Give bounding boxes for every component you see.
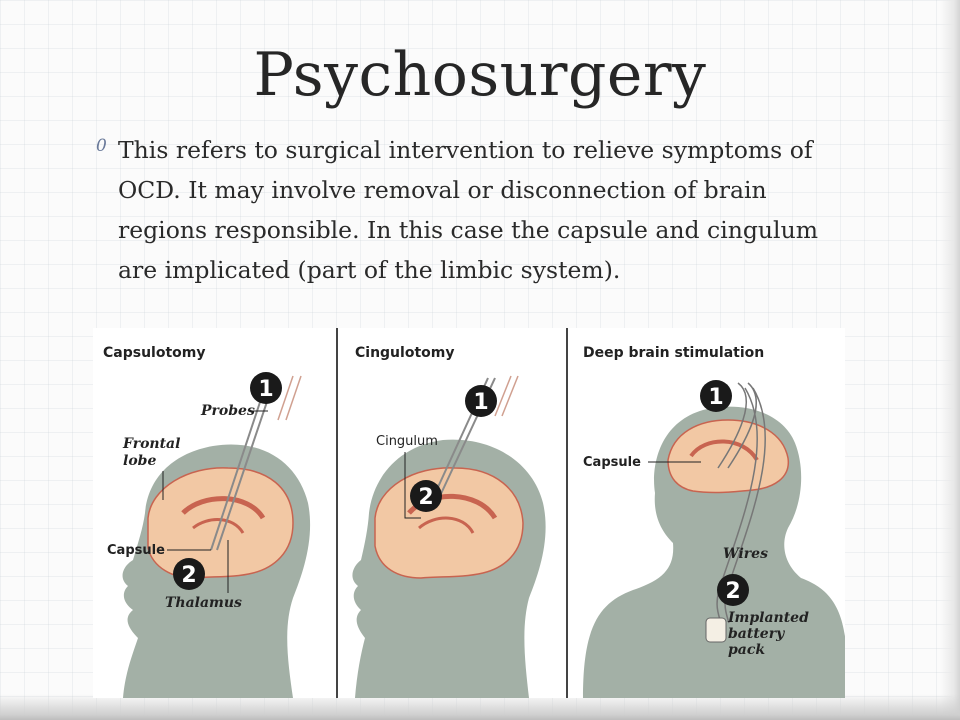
- probe-line: [216, 377, 276, 551]
- panel-deep-brain-stimulation: Deep brain stimulation Capsule Wires Imp…: [583, 345, 845, 698]
- label-wires: Wires: [723, 546, 768, 562]
- brain: [374, 467, 524, 579]
- bullet-marker: 0: [96, 136, 107, 156]
- slide-edge-shadow-bottom: [0, 694, 960, 720]
- wire-line: [716, 387, 758, 624]
- step-2-number: 2: [181, 563, 196, 588]
- panel-capsulotomy: Capsulotomy Probes Frontal lobe Capsule …: [103, 345, 311, 698]
- step-2-number: 2: [725, 579, 740, 604]
- panel-title-deep-brain-stimulation: Deep brain stimulation: [583, 345, 764, 361]
- step-1-number: 1: [473, 390, 488, 415]
- step-1-icon: [250, 372, 282, 404]
- panel-title-cingulotomy: Cingulotomy: [355, 345, 454, 361]
- step-2-number: 2: [418, 485, 433, 510]
- panel-title-capsulotomy: Capsulotomy: [103, 345, 205, 361]
- brain-inner-structure: [689, 439, 759, 462]
- step-1-number: 1: [708, 385, 723, 410]
- brain: [667, 419, 789, 494]
- psychosurgery-figure: Capsulotomy Probes Frontal lobe Capsule …: [93, 328, 845, 698]
- step-2-icon: [173, 558, 205, 590]
- probe-line: [277, 375, 294, 421]
- step-1-icon: [465, 385, 497, 417]
- label-battery-pack: battery: [728, 626, 785, 642]
- wire-line: [724, 387, 766, 624]
- brain-inner-structure: [192, 518, 245, 534]
- label-cingulum: Cingulum: [376, 434, 438, 449]
- panel-cingulotomy: Cingulotomy Cingulum 1 2: [352, 345, 546, 698]
- probe-line: [210, 377, 269, 551]
- label-battery-pack: pack: [728, 642, 765, 658]
- step-1-icon: [700, 380, 732, 412]
- slide-edge-shadow-right: [940, 0, 960, 720]
- probe-line: [494, 375, 512, 417]
- brain-inner-structure: [181, 496, 266, 520]
- bullet-item: 0 This refers to surgical intervention t…: [96, 130, 856, 290]
- wire-line: [717, 382, 747, 469]
- leader-line: [404, 452, 421, 519]
- bullet-text: This refers to surgical intervention to …: [118, 136, 818, 284]
- probe-line: [285, 375, 302, 421]
- brain-inner-structure: [418, 516, 475, 534]
- step-2-icon: [717, 574, 749, 606]
- step-1-number: 1: [258, 377, 273, 402]
- probe-line: [501, 375, 519, 417]
- label-battery-pack: Implanted: [727, 610, 809, 626]
- label-capsule: Capsule: [107, 543, 165, 558]
- label-frontal-lobe: lobe: [123, 453, 156, 469]
- label-probes: Probes: [200, 403, 255, 419]
- label-frontal-lobe: Frontal: [122, 436, 180, 452]
- label-thalamus: Thalamus: [165, 595, 242, 611]
- slide-title: Psychosurgery: [253, 40, 707, 110]
- battery-icon: [705, 617, 727, 643]
- label-capsule: Capsule: [583, 455, 641, 470]
- step-2-icon: [410, 480, 442, 512]
